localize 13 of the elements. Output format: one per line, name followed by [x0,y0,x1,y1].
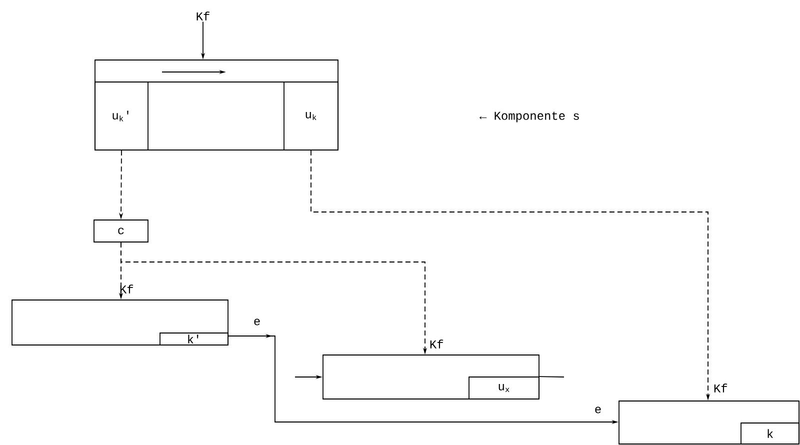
signal-label: e [252,318,262,326]
register-box: u$_{x}$ [468,376,540,400]
signal-label: ← Komponente s [478,110,581,124]
box-heading: Kf [120,284,134,294]
register-cell: u$_{k}$' [94,82,148,150]
box-heading: Kf [714,384,728,392]
register-box: k [740,422,800,444]
register-cell: u$_{k}$ [284,82,338,150]
edge-label: e [593,406,603,414]
box-heading: Kf [430,340,444,348]
small-box: c [94,220,148,242]
register-box: k' [160,332,228,346]
input-label: Kf [196,12,210,20]
